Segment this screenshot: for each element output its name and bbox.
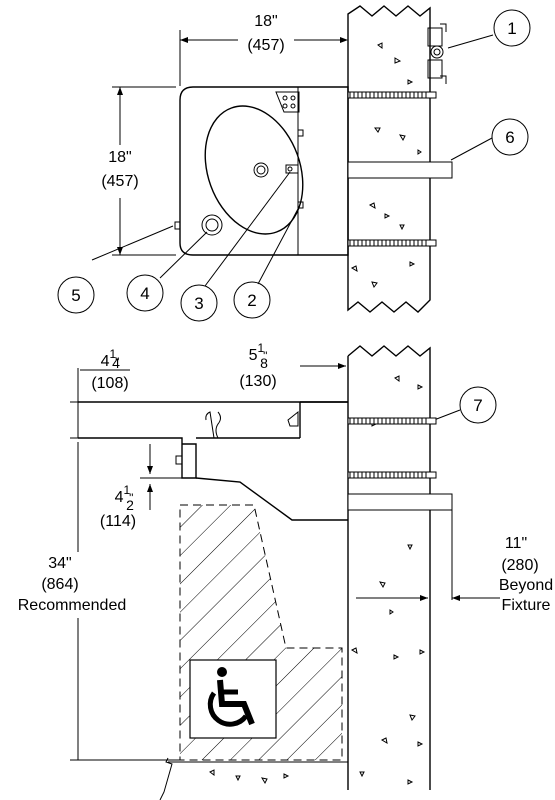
svg-text:5: 5 bbox=[71, 286, 80, 305]
height-inches: 34" bbox=[48, 555, 71, 572]
height-dimension: 34" (864) Recommended bbox=[18, 442, 180, 761]
callout-7: 7 bbox=[459, 386, 497, 424]
knee-clearance-zone bbox=[179, 504, 343, 761]
callout-1: 1 bbox=[493, 9, 531, 47]
wall-upper bbox=[347, 5, 431, 313]
plan-width-dimension: 18" (457) bbox=[179, 13, 348, 86]
top-thickness-mm: (108) bbox=[91, 375, 128, 392]
projection-mm: (280) bbox=[501, 557, 538, 574]
apron-dimension: 41" 2 (114) bbox=[100, 444, 182, 530]
setback-den: 8 bbox=[260, 355, 268, 371]
wall-lower bbox=[209, 345, 431, 790]
callout-5: 5 bbox=[57, 276, 95, 314]
svg-text:4: 4 bbox=[140, 284, 149, 303]
fountain-section bbox=[78, 401, 453, 521]
callout-3: 3 bbox=[180, 284, 218, 322]
svg-text:7: 7 bbox=[473, 396, 482, 415]
fountain-plan bbox=[174, 23, 453, 256]
plan-depth-dimension: 18" (457) bbox=[101, 86, 176, 256]
top-thickness-dimension: 41" 4 (108) bbox=[70, 347, 130, 439]
plan-width-inches: 18" bbox=[254, 13, 277, 30]
projection-line2: Fixture bbox=[502, 597, 551, 614]
plan-depth-inches: 18" bbox=[108, 149, 131, 166]
setback-value: 51" bbox=[249, 341, 268, 364]
projection-line1: Beyond bbox=[499, 577, 553, 594]
top-thickness-den: 4 bbox=[112, 355, 120, 371]
setback-dimension: 51" 8 (130) bbox=[239, 341, 346, 390]
projection-inches: 11" bbox=[505, 535, 527, 552]
height-mm: (864) bbox=[41, 576, 78, 593]
apron-value: 41" bbox=[115, 483, 134, 506]
svg-text:3: 3 bbox=[194, 294, 203, 313]
svg-text:2: 2 bbox=[247, 291, 256, 310]
height-note: Recommended bbox=[18, 597, 127, 614]
floor-line bbox=[159, 757, 348, 800]
top-thickness-value: 41" bbox=[101, 347, 120, 370]
svg-text:1: 1 bbox=[507, 19, 516, 38]
callout-6: 6 bbox=[491, 118, 529, 156]
setback-mm: (130) bbox=[239, 373, 276, 390]
plan-width-mm: (457) bbox=[247, 37, 284, 54]
callout-4: 4 bbox=[126, 274, 164, 312]
plan-depth-mm: (457) bbox=[101, 173, 138, 190]
svg-text:6: 6 bbox=[505, 128, 514, 147]
wheelchair-icon bbox=[207, 667, 255, 727]
projection-dimension: 11" (280) Beyond Fixture bbox=[356, 510, 553, 614]
apron-mm: (114) bbox=[100, 513, 136, 530]
callout-2: 2 bbox=[233, 281, 271, 319]
callout-leaders bbox=[91, 34, 494, 421]
apron-den: 2 bbox=[126, 497, 134, 513]
